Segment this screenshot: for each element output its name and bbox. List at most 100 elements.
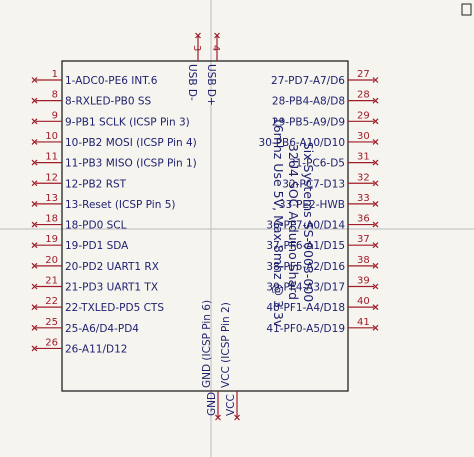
title-line-1: Six Systems SS-0003-000	[301, 142, 316, 302]
bottom-pin[interactable]: GND (ICSP Pin 6) GND	[201, 300, 221, 421]
pin-label: VCC (ICSP Pin 2)	[220, 302, 232, 388]
pin-end-marker	[372, 242, 379, 249]
right-pin[interactable]: 36 36-PF7-A0/D14	[266, 214, 379, 232]
left-pin[interactable]: 21 21-PD3 UART1 TX	[31, 276, 158, 294]
right-pin[interactable]: 28 28-PB4-A8/D8	[272, 90, 379, 108]
pin-number: 22	[45, 296, 58, 307]
pin-label: 39-PF4-A3/D17	[266, 282, 345, 294]
component-body[interactable]	[61, 60, 349, 392]
pin-label: GND (ICSP Pin 6)	[201, 300, 213, 388]
pin-label: USB D-	[186, 64, 198, 101]
pin-number: 29	[357, 110, 370, 121]
left-pin-group: 11-ADC0-PE6 INT.6 8 8-RXLED-PB0 SS 99-PB1 S…	[31, 69, 197, 355]
pin-number: 20	[45, 255, 58, 266]
right-pin[interactable]: 40 40-PF1-A4/D18	[266, 296, 379, 314]
pin-end-marker	[372, 304, 379, 311]
pin-end-marker	[372, 139, 379, 145]
pin-number: 4	[210, 45, 221, 51]
bottom-pin[interactable]: VCC (ICSP Pin 2) VCC	[220, 302, 240, 421]
left-pin[interactable]: 99-PB1 SCLK (ICSP Pin 3)	[31, 110, 190, 128]
pin-number: 10	[45, 131, 58, 142]
pin-end-marker	[31, 221, 38, 228]
pin-end-marker	[372, 159, 379, 166]
component-title: Six Systems SS-0003-000 32U4 SOC Arduino…	[271, 117, 316, 328]
right-pin[interactable]: 38 38-PF5-A2/D16	[266, 255, 379, 273]
pin-number: 12	[45, 172, 58, 183]
pin-number: 18	[45, 214, 58, 225]
pin-label: 13-Reset (ICSP Pin 5)	[65, 199, 175, 211]
pin-end-marker	[372, 180, 379, 187]
pin-label: 8-RXLED-PB0 SS	[65, 96, 152, 108]
pin-net-text: GND	[206, 392, 218, 416]
pin-label: 37-PF6-A1/D15	[266, 240, 345, 252]
pin-end-marker	[372, 262, 379, 269]
pin-end-marker	[31, 77, 38, 83]
left-pin[interactable]: 11-ADC0-PE6 INT.6	[31, 69, 158, 87]
left-pin[interactable]: 12 12-PB2 RST	[31, 172, 127, 190]
pin-label: 38-PF5-A2/D16	[266, 261, 345, 273]
left-pin[interactable]: 13 13-Reset (ICSP Pin 5)	[31, 193, 175, 211]
left-pin[interactable]: 10 10-PB2 MOSI (ICSP Pin 4)	[31, 131, 197, 149]
pin-number: 33	[357, 193, 370, 204]
pin-number: 21	[45, 276, 58, 287]
pin-label: 29-PB5-A9/D9	[272, 116, 345, 128]
pin-label: 36-PF7-A0/D14	[266, 220, 345, 232]
pin-label: 28-PB4-A8/D8	[272, 96, 345, 108]
pin-label: 21-PD3 UART1 TX	[65, 282, 158, 294]
pin-end-marker	[31, 118, 38, 125]
pin-number: 19	[45, 234, 58, 245]
pin-net-text: VCC	[225, 394, 237, 416]
pin-label: 40-PF1-A4/D18	[266, 302, 345, 314]
pin-end-marker	[215, 414, 221, 421]
pin-label: 41-PF0-A5/D19	[266, 323, 345, 335]
right-pin[interactable]: 29 29-PB5-A9/D9	[272, 110, 379, 128]
pin-end-marker	[31, 97, 38, 104]
left-pin[interactable]: 22 22-TXLED-PD5 CTS	[31, 296, 164, 314]
pin-number: 28	[357, 90, 370, 101]
pin-number: 40	[357, 296, 370, 307]
pin-end-marker	[372, 97, 379, 104]
pin-label: 26-A11/D12	[65, 343, 127, 355]
pin-label: 18-PD0 SCL	[65, 220, 127, 232]
pin-label: 10-PB2 MOSI (ICSP Pin 4)	[65, 137, 197, 149]
pin-end-marker	[31, 200, 38, 207]
pin-end-marker	[372, 77, 379, 83]
left-pin[interactable]: 19 19-PD1 SDA	[31, 234, 129, 252]
pin-label: 22-TXLED-PD5 CTS	[65, 302, 164, 314]
left-pin[interactable]: 18 18-PD0 SCL	[31, 214, 127, 232]
corner-marker-icon	[461, 3, 472, 16]
left-pin[interactable]: 8 8-RXLED-PB0 SS	[31, 90, 152, 108]
pin-number: 13	[45, 193, 58, 204]
pin-end-marker	[31, 139, 38, 145]
pin-number: 38	[357, 255, 370, 266]
pin-label: 12-PB2 RST	[65, 178, 127, 190]
pin-number: 11	[45, 152, 58, 163]
pin-label: 27-PD7-A7/D6	[271, 75, 345, 87]
pin-number: 31	[357, 152, 370, 163]
pin-number: 8	[52, 90, 58, 101]
pin-end-marker	[372, 200, 379, 207]
pin-label: 19-PD1 SDA	[65, 240, 129, 252]
pin-number: 25	[45, 317, 58, 328]
pin-end-marker	[372, 118, 379, 125]
pin-end-marker	[31, 262, 38, 269]
pin-number: 36	[357, 214, 370, 225]
pin-number: 30	[357, 131, 370, 142]
